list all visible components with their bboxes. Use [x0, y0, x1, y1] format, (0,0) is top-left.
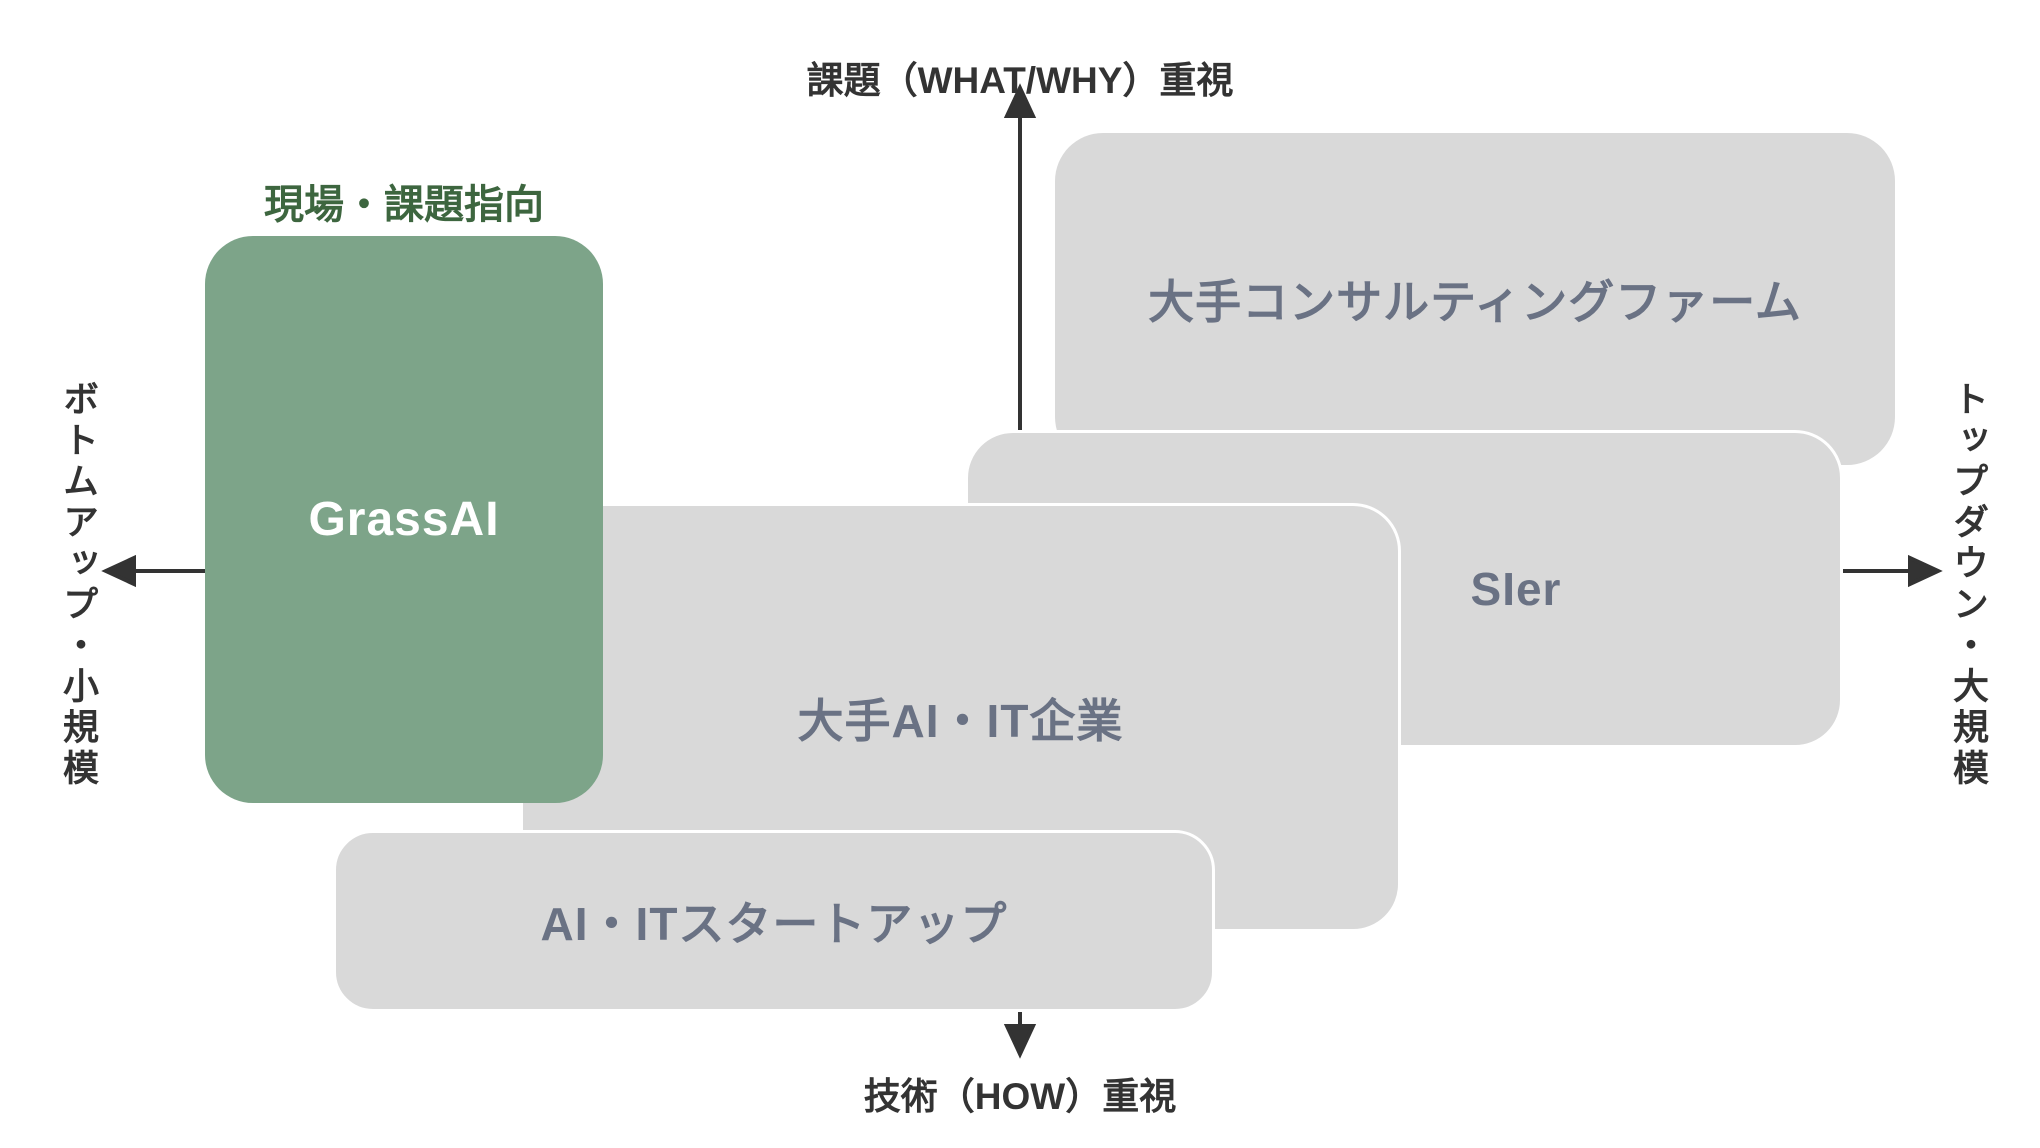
grassai-tagline: 現場・課題指向 [264, 183, 544, 227]
axis-label-bottom: 技術（HOW）重視 [863, 1076, 1177, 1117]
axis-label-top: 課題（WHAT/WHY）重視 [806, 60, 1234, 101]
box-ai-it-startups-label: AI・ITスタートアップ [540, 898, 1008, 950]
down-arrowhead-icon [1003, 1024, 1037, 1059]
axis-label-right: トップダウン・大規模 [1948, 380, 1989, 790]
box-sier-label: SIer [1470, 563, 1562, 615]
box-big-ai-it-companies-label: 大手AI・IT企業 [797, 694, 1124, 747]
axis-label-left: ボトムアップ・小規模 [58, 380, 99, 790]
up-arrowhead-icon [1003, 83, 1037, 118]
box-consulting-firms: 大手コンサルティングファーム [1055, 133, 1895, 465]
box-consulting-firms-label: 大手コンサルティングファーム [1148, 276, 1802, 328]
right-arrowhead-icon [1908, 554, 1943, 588]
box-ai-it-startups: AI・ITスタートアップ [333, 830, 1215, 1012]
box-grassai-label: GrassAI [308, 493, 500, 546]
box-grassai: GrassAI [205, 236, 603, 803]
left-arrowhead-icon [101, 554, 136, 588]
